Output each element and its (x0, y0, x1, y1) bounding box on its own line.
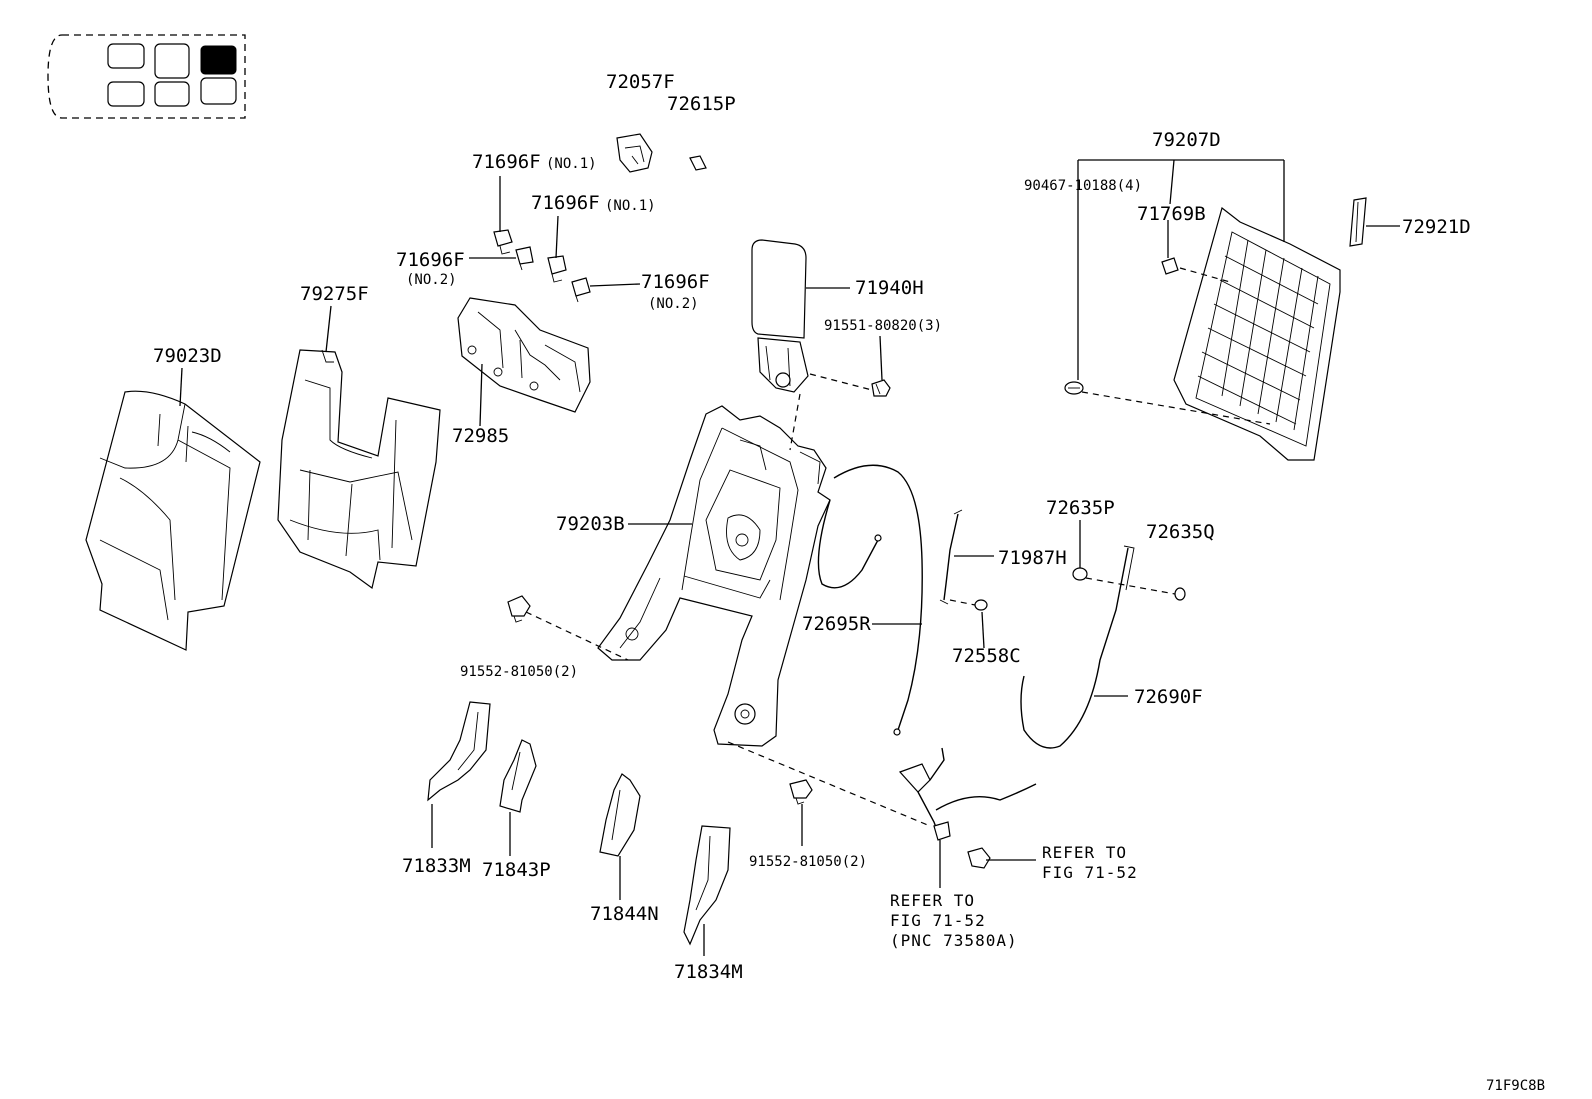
clip-72558C (974, 599, 988, 611)
clip-72615P (689, 155, 707, 171)
diagram-code: 71F9C8B (1486, 1078, 1545, 1094)
clip-71696F-d (571, 277, 591, 303)
cable-72690F (1020, 545, 1135, 749)
label-79207D: 79207D (1152, 129, 1221, 151)
label-79275F: 79275F (300, 283, 369, 305)
cover-71833M (427, 701, 491, 802)
label-91552-a: 91552-81050(2) (460, 664, 578, 680)
label-71696F-b-note: (NO.1) (605, 198, 656, 214)
seat-belt-buckle (898, 747, 1037, 841)
cable-71987H (939, 509, 963, 605)
label-71940H: 71940H (855, 277, 924, 299)
seatback-pad-79275F (277, 349, 441, 590)
label-71696F-c-note: (NO.2) (406, 272, 457, 288)
label-91552-b: 91552-81050(2) (749, 854, 867, 870)
label-71987H: 71987H (998, 547, 1067, 569)
bolt-91551 (871, 379, 891, 397)
seatback-frame-79203B (597, 405, 831, 747)
label-refer-to-2a: REFER TO (890, 891, 975, 910)
cover-71834M (683, 825, 731, 946)
seat-locator (47, 34, 246, 119)
label-79203B: 79203B (556, 513, 625, 535)
label-72615P: 72615P (667, 93, 736, 115)
label-refer-to-2b: FIG 71-52 (890, 911, 986, 930)
label-71696F-d: 71696F (641, 271, 710, 293)
label-72695R: 72695R (802, 613, 871, 635)
label-71696F-b: 71696F (531, 192, 600, 214)
clip-71696F-a (493, 229, 513, 255)
label-72921D: 72921D (1402, 216, 1471, 238)
label-71769B: 71769B (1137, 203, 1206, 225)
label-71834M: 71834M (674, 961, 743, 983)
clip-72635Q (1174, 587, 1186, 601)
label-71844N: 71844N (590, 903, 659, 925)
label-72558C: 72558C (952, 645, 1021, 667)
bracket-72985 (457, 297, 591, 413)
label-refer-to-1a: REFER TO (1042, 843, 1127, 862)
label-91551: 91551-80820(3) (824, 318, 942, 334)
cover-71844N (599, 773, 641, 857)
headrest-support-71940H (751, 239, 809, 393)
label-71696F-d-note: (NO.2) (648, 296, 699, 312)
cover-72057F (616, 133, 653, 173)
label-refer-to-1b: FIG 71-52 (1042, 863, 1138, 882)
clip-71696F-c (515, 246, 534, 271)
locator-seat-row3-left-bottom (154, 81, 190, 107)
clip-72635P (1072, 567, 1088, 581)
clip-90467 (1064, 381, 1084, 395)
bolt-91552-b (789, 779, 813, 805)
back-board-79207D (1173, 206, 1341, 461)
label-72635Q: 72635Q (1146, 521, 1215, 543)
label-72057F: 72057F (606, 71, 675, 93)
locator-seat-row3-right-bottom (200, 77, 237, 105)
locator-seat-row2-right (107, 81, 145, 107)
leader-lines (179, 159, 1400, 956)
label-refer-to-2c: (PNC 73580A) (890, 931, 1018, 950)
label-72985: 72985 (452, 425, 509, 447)
bolt-buckle (967, 847, 991, 869)
label-72635P: 72635P (1046, 497, 1115, 519)
locator-seat-selected (200, 45, 237, 75)
locator-seat-row2-left (107, 43, 145, 69)
label-71833M: 71833M (402, 855, 471, 877)
label-71696F-c: 71696F (396, 249, 465, 271)
locator-seat-row3-left-top (154, 43, 190, 79)
seatback-cover-79023D (85, 390, 261, 651)
label-71843P: 71843P (482, 859, 551, 881)
cable-72695R (817, 464, 923, 736)
label-90467: 90467-10188(4) (1024, 178, 1142, 194)
bolt-91552-a (507, 595, 531, 623)
label-71696F-a-note: (NO.1) (546, 156, 597, 172)
label-71696F-a: 71696F (472, 151, 541, 173)
label-79023D: 79023D (153, 345, 222, 367)
part-labels: 72057F 72615P 71696F (NO.1) 71696F (NO.1… (153, 71, 1545, 1094)
clip-71696F-b (547, 255, 567, 283)
clip-71769B (1161, 257, 1179, 275)
assembly-lines (525, 267, 1271, 827)
label-72690F: 72690F (1134, 686, 1203, 708)
trim-72921D (1349, 197, 1367, 247)
cover-71843P (499, 739, 537, 813)
